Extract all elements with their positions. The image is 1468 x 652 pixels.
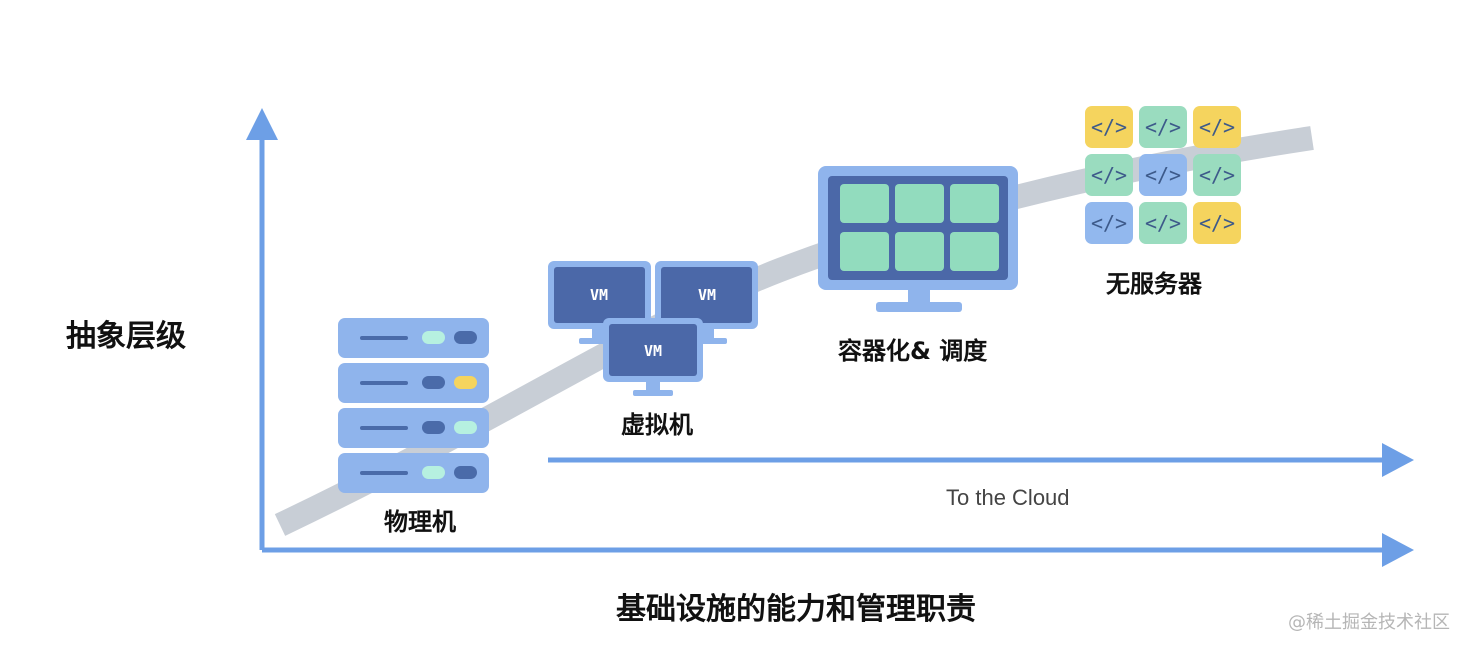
y-axis-arrowhead (246, 108, 278, 140)
stage-label-vm: 虚拟机 (621, 411, 693, 439)
server-rack-icon (338, 318, 489, 493)
code-icon: </> (1091, 211, 1127, 235)
code-icon: </> (1199, 211, 1235, 235)
cloud-arrowhead (1382, 443, 1414, 477)
code-tile-green (1139, 106, 1187, 148)
vm-monitors-icon: VM VM VM (548, 261, 758, 396)
stage-label-serverless: 无服务器 (1106, 270, 1202, 298)
vm-monitor-front: VM (603, 318, 703, 396)
cloud-arrow (548, 443, 1414, 477)
code-icon: </> (1091, 115, 1127, 139)
x-axis-arrowhead (1382, 533, 1414, 567)
x-axis (262, 533, 1414, 567)
code-icon: </> (1145, 163, 1181, 187)
vm-monitor-left: VM (548, 261, 651, 344)
y-axis (246, 108, 278, 550)
code-tile-yellow (1193, 106, 1241, 148)
x-axis-label: 基础设施的能力和管理职责 (616, 592, 976, 627)
code-tile-blue (1085, 202, 1133, 244)
code-icon: </> (1145, 115, 1181, 139)
code-icon: </> (1145, 211, 1181, 235)
code-tile-yellow (1193, 202, 1241, 244)
code-tile-green (1085, 154, 1133, 196)
code-tile-yellow (1085, 106, 1133, 148)
y-axis-label: 抽象层级 (66, 319, 186, 354)
code-icon: </> (1199, 115, 1235, 139)
stage-label-physical: 物理机 (384, 508, 456, 536)
cloud-arrow-label: To the Cloud (946, 485, 1070, 510)
svg-text:VM: VM (644, 342, 662, 360)
container-monitor-icon (818, 166, 1018, 312)
watermark: @稀土掘金技术社区 (1288, 612, 1450, 633)
code-icon: </> (1091, 163, 1127, 187)
svg-text:VM: VM (698, 286, 716, 304)
code-icon: </> (1199, 163, 1235, 187)
stage-label-container: 容器化& 调度 (838, 337, 988, 365)
serverless-code-grid: </> </> </> </> </> </> </> </> </> (1085, 106, 1241, 244)
svg-text:VM: VM (590, 286, 608, 304)
code-tile-blue (1139, 154, 1187, 196)
code-tile-green (1139, 202, 1187, 244)
code-tile-green (1193, 154, 1241, 196)
